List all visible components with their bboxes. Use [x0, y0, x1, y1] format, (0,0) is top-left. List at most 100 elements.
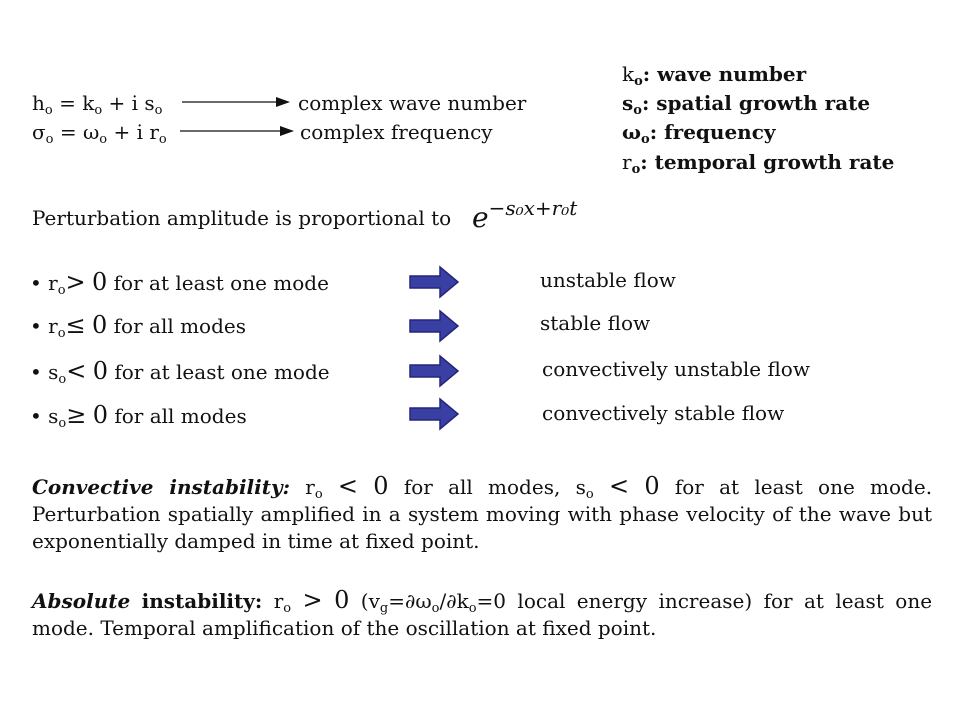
cond-var: r — [48, 271, 58, 295]
abs-paren4: =0 local energy increase) for at least o… — [32, 589, 933, 640]
abs-paren: (v — [360, 589, 380, 613]
def-k-sub: o — [634, 74, 643, 89]
cond-var: s — [48, 360, 59, 384]
cond-result-1: unstable flow — [540, 268, 676, 292]
block-arrow-icon — [409, 309, 460, 343]
cond-sub: o — [57, 326, 66, 341]
eq2-lhs-sub: o — [45, 132, 54, 147]
def-k-symbol: k — [622, 62, 635, 86]
conv-tail: for at least one mode. Perturbation spat… — [32, 475, 933, 553]
absolute-paragraph: Absolute instability: ro > 0 (vg=∂ωo/∂ko… — [32, 587, 932, 642]
def-w-sub: o — [641, 132, 650, 147]
abs-paren2: =∂ω — [388, 589, 432, 613]
cond-relation: < — [66, 357, 87, 385]
conv-mid: for all modes, s — [403, 475, 586, 499]
eq2-r-sub: o — [158, 132, 167, 147]
block-arrow-icon — [409, 265, 460, 299]
conv-s-sub: o — [585, 487, 594, 502]
abs-r: r — [273, 589, 284, 613]
cond-result-2: stable flow — [540, 311, 651, 335]
eq1-s: + i s — [102, 91, 155, 115]
eq2-w: = ω — [53, 120, 100, 144]
cond-result-4: convectively stable flow — [542, 401, 785, 425]
cond-relation: ≥ — [66, 401, 87, 429]
abs-paren3: /∂k — [439, 589, 469, 613]
convective-heading: Convective instability: — [32, 475, 290, 499]
abs-rel: > — [302, 586, 323, 614]
arrow-right-icon — [182, 97, 290, 107]
def-frequency: ωo: frequency — [622, 120, 776, 147]
exp-base: e — [472, 201, 489, 234]
cond-zero: 0 — [92, 311, 108, 339]
cond-text: for at least one mode — [113, 271, 329, 295]
def-wave-number: ko: wave number — [622, 62, 807, 89]
abs-r-sub: o — [283, 601, 292, 616]
conv-r-sub: o — [314, 487, 323, 502]
cond-text: for all modes — [114, 404, 247, 428]
def-temporal-growth: ro: temporal growth rate — [622, 150, 895, 177]
cond-sub: o — [57, 283, 66, 298]
conv-r: r — [305, 475, 315, 499]
eq1-k-sub: o — [94, 103, 103, 118]
eq1-label: complex wave number — [298, 91, 527, 115]
block-arrow-icon — [409, 397, 460, 431]
convective-paragraph: Convective instability: ro < 0 for all m… — [32, 473, 932, 555]
def-w-text: : frequency — [649, 120, 776, 144]
eq2-label: complex frequency — [300, 120, 493, 144]
bullet: • — [30, 271, 42, 295]
def-r-symbol: r — [622, 150, 632, 174]
arrow-right-icon — [180, 126, 294, 136]
def-k-text: : wave number — [642, 62, 807, 86]
cond-sub: o — [58, 372, 67, 387]
def-w-symbol: ω — [622, 120, 642, 144]
absolute-heading-bold: instability: — [141, 589, 263, 613]
cond-relation: > — [65, 268, 86, 296]
eq1-lhs-sub: o — [44, 103, 53, 118]
abs-g-sub: g — [379, 601, 389, 616]
cond-var: r — [48, 314, 58, 338]
abs-zero: 0 — [334, 586, 350, 614]
cond-zero: 0 — [92, 357, 108, 385]
def-s-sub: o — [633, 103, 642, 118]
cond-text: for all modes — [113, 314, 246, 338]
condition-row-2: • ro≤ 0 for all modes — [30, 311, 246, 341]
amplitude-exponential: e−s₀x+r₀t — [472, 196, 577, 234]
bullet: • — [30, 360, 42, 384]
eq2-w-sub: o — [99, 132, 108, 147]
bullet: • — [30, 404, 42, 428]
condition-row-3: • so< 0 for at least one mode — [30, 357, 330, 387]
cond-var: s — [48, 404, 59, 428]
equation-wave-number: ho = ko + i so — [32, 91, 163, 118]
def-s-symbol: s — [622, 91, 634, 115]
eq2-r: + i r — [107, 120, 159, 144]
abs-k-sub: o — [468, 601, 477, 616]
equation-frequency: σo = ωo + i ro — [32, 120, 167, 147]
cond-sub: o — [58, 416, 67, 431]
conv-zero2: 0 — [644, 472, 660, 500]
abs-w-sub: o — [431, 601, 440, 616]
eq1-k: = k — [52, 91, 95, 115]
cond-zero: 0 — [92, 401, 108, 429]
exp-power: −s₀x+r₀t — [488, 196, 578, 220]
def-s-text: : spatial growth rate — [641, 91, 871, 115]
def-spatial-growth: so: spatial growth rate — [622, 91, 871, 118]
condition-row-4: • so≥ 0 for all modes — [30, 401, 247, 431]
eq2-lhs: σ — [32, 120, 46, 144]
condition-row-1: • ro> 0 for at least one mode — [30, 268, 329, 298]
conv-rel2: < — [608, 472, 630, 500]
def-r-sub: o — [631, 162, 641, 177]
amplitude-text: Perturbation amplitude is proportional t… — [32, 206, 452, 230]
conv-zero1: 0 — [373, 472, 389, 500]
conv-rel1: < — [337, 472, 359, 500]
eq1-s-sub: o — [154, 103, 163, 118]
bullet: • — [30, 314, 42, 338]
block-arrow-icon — [409, 354, 460, 388]
cond-result-3: convectively unstable flow — [542, 357, 810, 381]
def-r-text: : temporal growth rate — [640, 150, 895, 174]
eq1-lhs: h — [32, 91, 45, 115]
cond-zero: 0 — [92, 268, 108, 296]
cond-text: for at least one mode — [114, 360, 330, 384]
absolute-heading-italic: Absolute — [32, 589, 131, 613]
cond-relation: ≤ — [65, 311, 86, 339]
